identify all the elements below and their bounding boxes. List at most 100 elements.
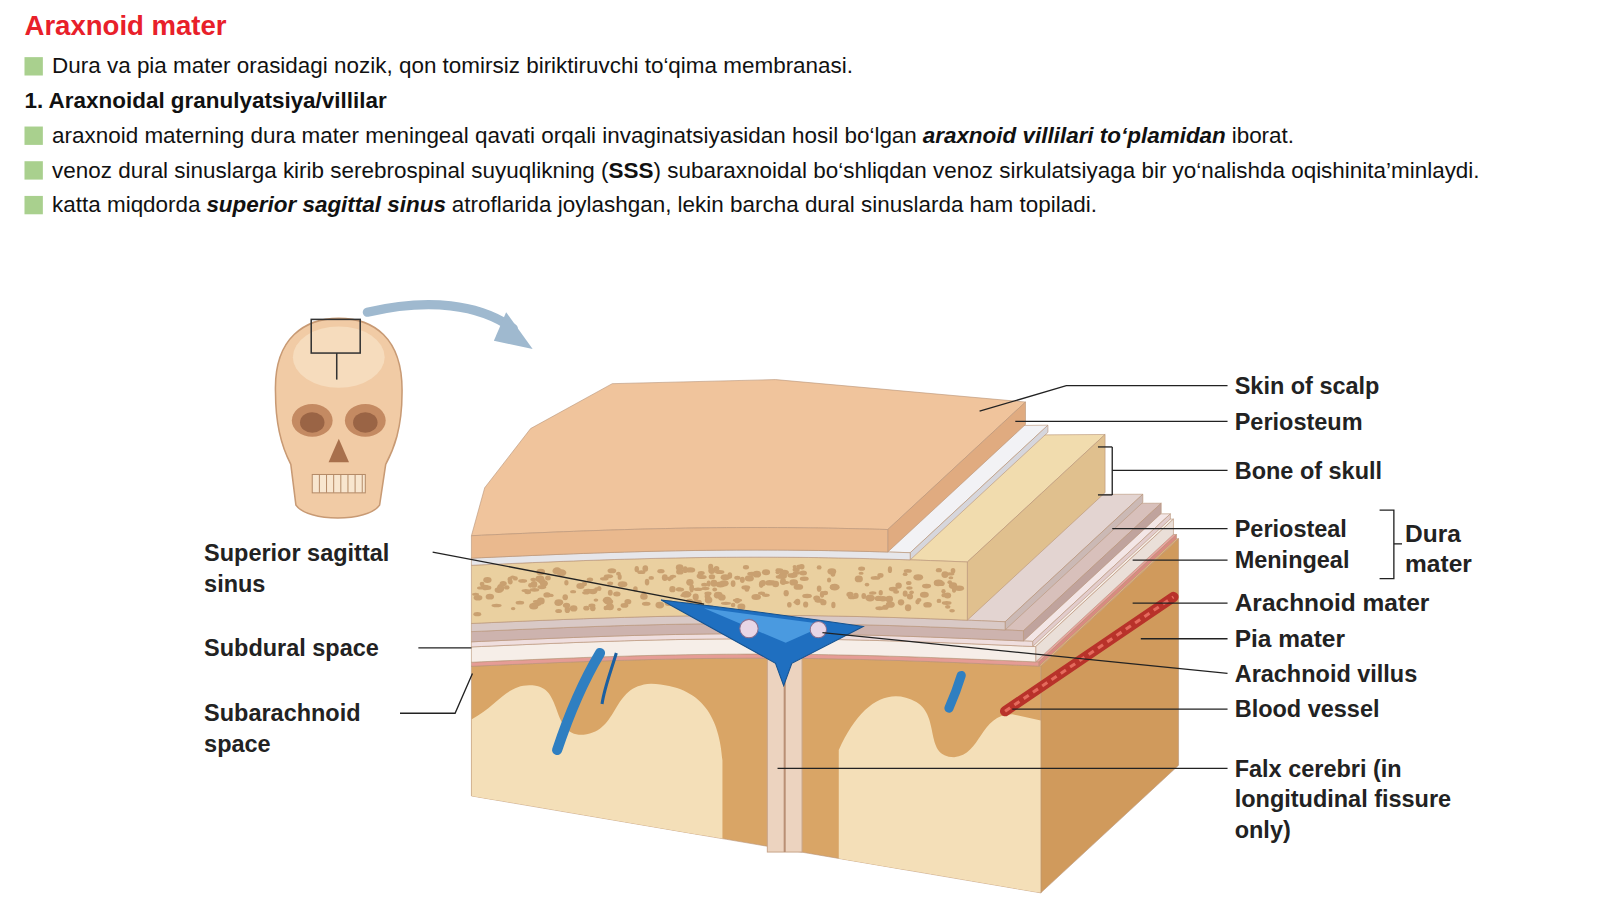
bone-pore [745,575,754,581]
bone-pore [529,603,538,609]
part-label: Meningeal [1235,545,1350,576]
bone-pore [618,581,628,587]
skull-outline [275,318,402,518]
bone-pore [486,594,494,600]
part-label: Pia mater [1235,623,1345,654]
white-matter [471,684,1040,898]
nose-cavity [329,439,349,462]
bone-pore [952,586,956,593]
bone-pore [905,604,911,611]
bone-pore [624,599,631,604]
arachnoid-villus [810,621,826,637]
bone-pore [613,591,620,596]
bone-pore [916,598,921,602]
bone-pore [803,601,808,607]
layer-side [888,402,1026,552]
bone-pore [898,599,904,605]
bone-pore [508,579,513,584]
bone-pore [683,566,688,573]
bone-pore [934,580,943,586]
bone-pore [802,594,812,598]
bone-pore [564,580,568,586]
part-label: Arachnoid mater [1235,588,1430,619]
bone-pore [759,581,764,588]
bone-pore [715,570,725,574]
bone-pore [693,594,699,601]
bone-pore [734,598,740,603]
bone-pore [587,578,593,582]
bone-pore [751,594,761,600]
bone-pore [753,571,761,578]
bone-pore [741,585,750,589]
white-matter-right [839,696,1041,898]
bone-pore [776,570,780,574]
leader-line [1133,602,1228,603]
bone-pore [945,605,950,609]
leader-line [433,552,704,604]
leader-lines [400,386,1402,769]
bone-pore [906,586,912,589]
leader-line [822,633,1227,674]
text-segment: araxnoid villilari to‘plamidan [923,122,1226,148]
part-label: Subdural space [204,633,379,664]
bone-pore [907,593,913,599]
bone-pore [642,602,651,606]
bone-pore [693,588,703,591]
bone-pore [731,603,736,608]
bone-pore [709,574,716,579]
sinus-highlight [704,608,826,643]
text-segment: katta miqdorda [52,192,201,218]
bone-pore [796,564,803,569]
bone-pore [721,574,730,580]
falx-line [784,663,786,852]
bullet-marker [24,57,42,75]
bone-pore [936,568,942,572]
bone-pore [676,587,684,591]
bone-pore [913,574,923,580]
text-paragraph: katta miqdordasuperior sagittal sinusatr… [24,188,1585,223]
section-line [336,353,338,380]
leader-line [418,647,471,648]
part-label: Bone of skull [1235,455,1382,486]
part-label: Periosteal [1235,513,1347,544]
bone-pore [903,572,908,576]
bone-pore [865,583,870,587]
part-label: Falx cerebri (in longitudinal fissure on… [1235,753,1454,845]
bone-pore [676,564,684,570]
leader-line [1394,543,1402,544]
part-label: Periosteum [1235,406,1363,437]
bone-pore [642,565,648,572]
bone-pore [941,589,945,594]
bone-pore [710,580,717,587]
zoom-arrowhead [494,312,533,349]
bone-pore [888,566,892,573]
bone-pore [820,591,824,598]
bone-pore [701,583,707,587]
bone-pore [734,576,740,580]
bullet-marker [24,196,42,214]
arachnoid-villus [740,619,758,637]
skull-icon [275,318,402,518]
layer-top [471,380,1025,536]
bone-pore [697,574,702,579]
bone-pore [948,576,953,579]
bone-pore [827,577,831,582]
part-label: Blood vessel [1235,694,1380,725]
bone-pore [705,597,713,604]
bone-pore [608,568,617,573]
leader-line [1098,494,1112,495]
bone-pore [648,576,654,580]
bone-pore [555,599,564,605]
bullet-marker [24,161,42,179]
text-segment: Dura va pia mater orasidagi nozik, qon t… [52,53,853,79]
bone-pore [778,573,787,579]
leader-line [980,386,1228,412]
bone-pore [549,594,554,597]
bone-pore [949,609,955,612]
tooth-line [326,474,327,492]
text-paragraph: 1. Araxnoidal granulyatsiya/villilar [24,84,1585,119]
text-paragraph: araxnoid materning dura mater meningeal … [24,118,1585,153]
zoom-box [311,319,360,353]
bone-pore [483,577,491,583]
leader-line [778,768,1228,769]
